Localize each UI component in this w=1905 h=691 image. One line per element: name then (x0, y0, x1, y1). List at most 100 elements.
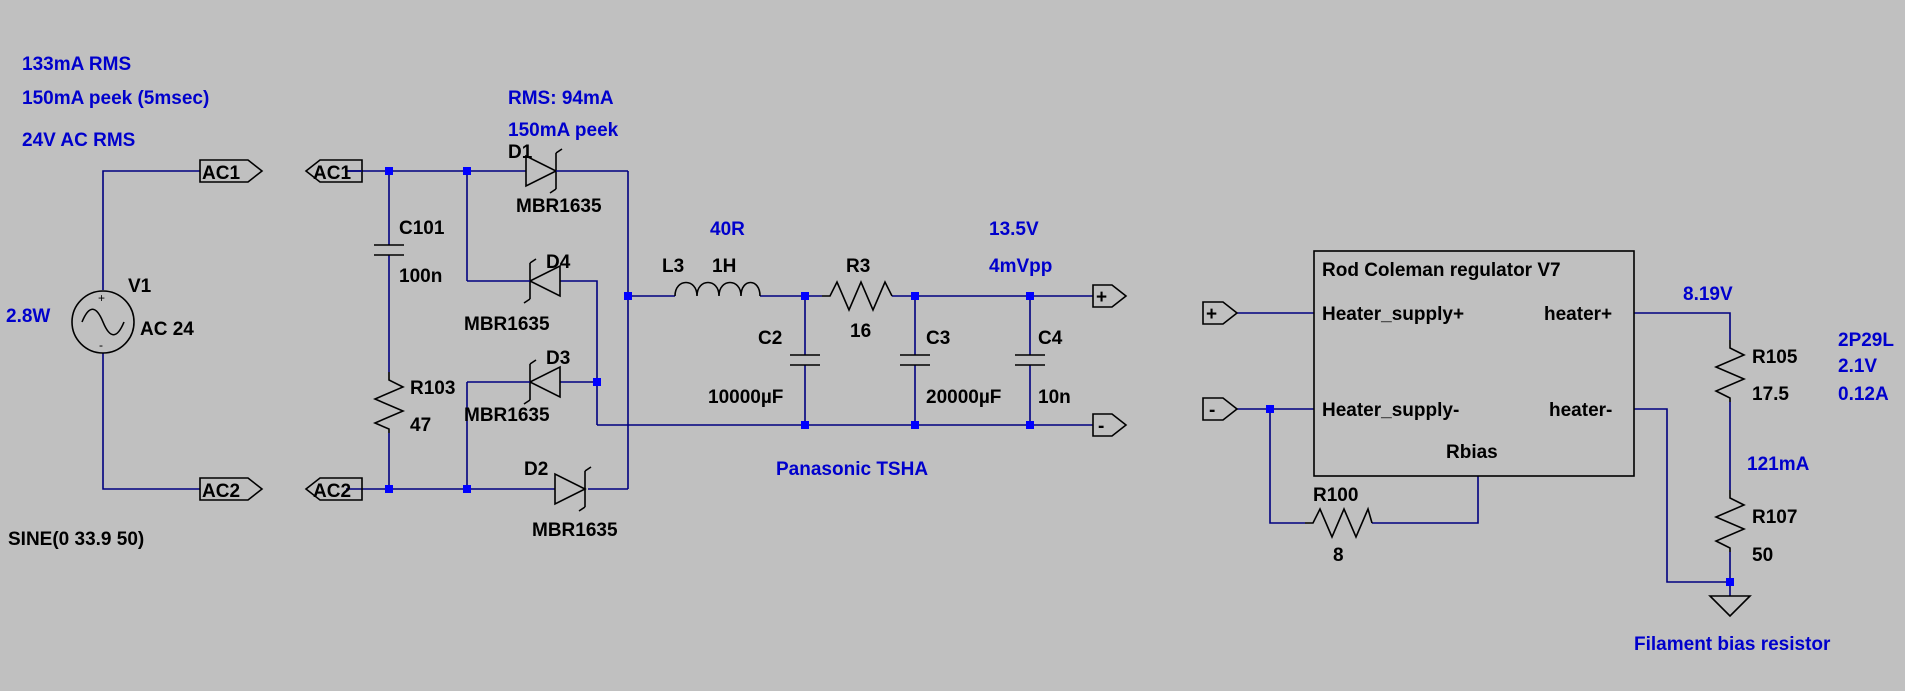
c101-value: 100n (399, 266, 442, 287)
annotation-cap-brand: Panasonic TSHA (776, 459, 928, 480)
r105-value: 17.5 (1752, 384, 1789, 405)
annotation-l3-resistance: 40R (710, 219, 745, 240)
r103-resistor (372, 372, 406, 433)
c3-capacitor (900, 354, 930, 366)
d1-value: MBR1635 (516, 196, 602, 217)
junction-dot (1026, 421, 1034, 429)
d1-diode (525, 148, 583, 194)
d3-diode (503, 359, 561, 405)
junction-dot (463, 485, 471, 493)
junction-dot (1026, 292, 1034, 300)
svg-text:+: + (98, 291, 105, 305)
d2-name: D2 (524, 459, 548, 480)
c101-capacitor (374, 244, 404, 256)
c4-value: 10n (1038, 387, 1071, 408)
annotation-output-voltage: 13.5V (989, 219, 1039, 240)
regulator-block (1313, 250, 1635, 477)
minus-out-label: - (1098, 416, 1104, 437)
r100-value: 8 (1333, 545, 1344, 566)
net-flag-ac1-right (304, 159, 363, 183)
r3-value: 16 (850, 321, 871, 342)
ac2-right-label: AC2 (313, 481, 351, 502)
annotation-source-rms: 133mA RMS (22, 54, 131, 75)
d4-name: D4 (546, 252, 571, 273)
annotation-tube: 2P29L (1838, 330, 1894, 351)
d3-name: D3 (546, 348, 570, 369)
annotation-source-peak: 150mA peek (5msec) (22, 88, 209, 109)
annotation-diode-peak: 150mA peek (508, 120, 619, 141)
v1-source: + - (71, 290, 135, 354)
junction-dot (1266, 405, 1274, 413)
plus-out-label: + (1096, 287, 1107, 308)
annotation-bias-note: Filament bias resistor (1634, 634, 1831, 655)
r103-value: 47 (410, 415, 431, 436)
net-flag-plus-in (1202, 301, 1239, 325)
r3-resistor (822, 279, 893, 313)
r105-name: R105 (1752, 347, 1798, 368)
net-flag-plus-out (1092, 284, 1128, 308)
r100-name: R100 (1313, 485, 1358, 506)
junction-dot (593, 378, 601, 386)
c4-name: C4 (1038, 328, 1063, 349)
junction-dot (385, 485, 393, 493)
junction-dot (385, 167, 393, 175)
ac1-left-label: AC1 (202, 163, 240, 184)
regulator-title: Rod Coleman regulator V7 (1322, 260, 1561, 281)
ac1-right-label: AC1 (313, 163, 351, 184)
v1-value: AC 24 (140, 319, 194, 340)
ground-symbol (1708, 595, 1752, 618)
r3-name: R3 (846, 256, 870, 277)
regulator-pin-heater-pos: heater+ (1544, 304, 1612, 325)
d4-value: MBR1635 (464, 314, 550, 335)
d3-value: MBR1635 (464, 405, 550, 426)
net-flag-ac2-right (304, 477, 363, 501)
junctions (385, 167, 1734, 586)
junction-dot (801, 292, 809, 300)
r107-value: 50 (1752, 545, 1773, 566)
junction-dot (911, 292, 919, 300)
regulator-pin-rbias: Rbias (1446, 442, 1498, 463)
junction-dot (624, 292, 632, 300)
annotation-diode-rms: RMS: 94mA (508, 88, 614, 109)
net-flag-ac1-left (199, 159, 264, 183)
r100-resistor (1305, 506, 1373, 540)
net-flag-minus-out (1092, 413, 1128, 437)
junction-dot (911, 421, 919, 429)
l3-inductor (674, 281, 761, 297)
r107-name: R107 (1752, 507, 1797, 528)
annotation-heater-voltage: 8.19V (1683, 284, 1733, 305)
ac2-left-label: AC2 (202, 481, 240, 502)
d2-value: MBR1635 (532, 520, 618, 541)
c2-name: C2 (758, 328, 782, 349)
svg-text:-: - (99, 338, 103, 352)
annotation-power: 2.8W (6, 306, 50, 327)
r103-name: R103 (410, 378, 455, 399)
net-flag-ac2-left (199, 477, 264, 501)
regulator-pin-supply-neg: Heater_supply- (1322, 400, 1459, 421)
r105-resistor (1713, 340, 1747, 402)
annotation-tube-voltage: 2.1V (1838, 356, 1877, 377)
wires (102, 170, 1731, 596)
l3-value: 1H (712, 256, 736, 277)
junction-dot (463, 167, 471, 175)
v1-sine: SINE(0 33.9 50) (8, 529, 144, 550)
c4-capacitor (1015, 354, 1045, 366)
c2-value: 10000µF (708, 387, 783, 408)
v1-name: V1 (128, 276, 152, 297)
r107-resistor (1713, 490, 1747, 552)
annotation-current: 121mA (1747, 454, 1810, 475)
l3-name: L3 (662, 256, 684, 277)
regulator-pin-heater-neg: heater- (1549, 400, 1612, 421)
junction-dot (1726, 578, 1734, 586)
d1-name: D1 (508, 142, 533, 163)
d2-diode (554, 466, 592, 512)
c2-capacitor (790, 354, 820, 366)
annotation-ripple: 4mVpp (989, 256, 1052, 277)
c101-name: C101 (399, 218, 445, 239)
d4-diode (503, 258, 561, 304)
junction-dot (801, 421, 809, 429)
net-flag-minus-in (1202, 397, 1239, 421)
annotation-tube-current: 0.12A (1838, 384, 1889, 405)
c3-value: 20000µF (926, 387, 1001, 408)
